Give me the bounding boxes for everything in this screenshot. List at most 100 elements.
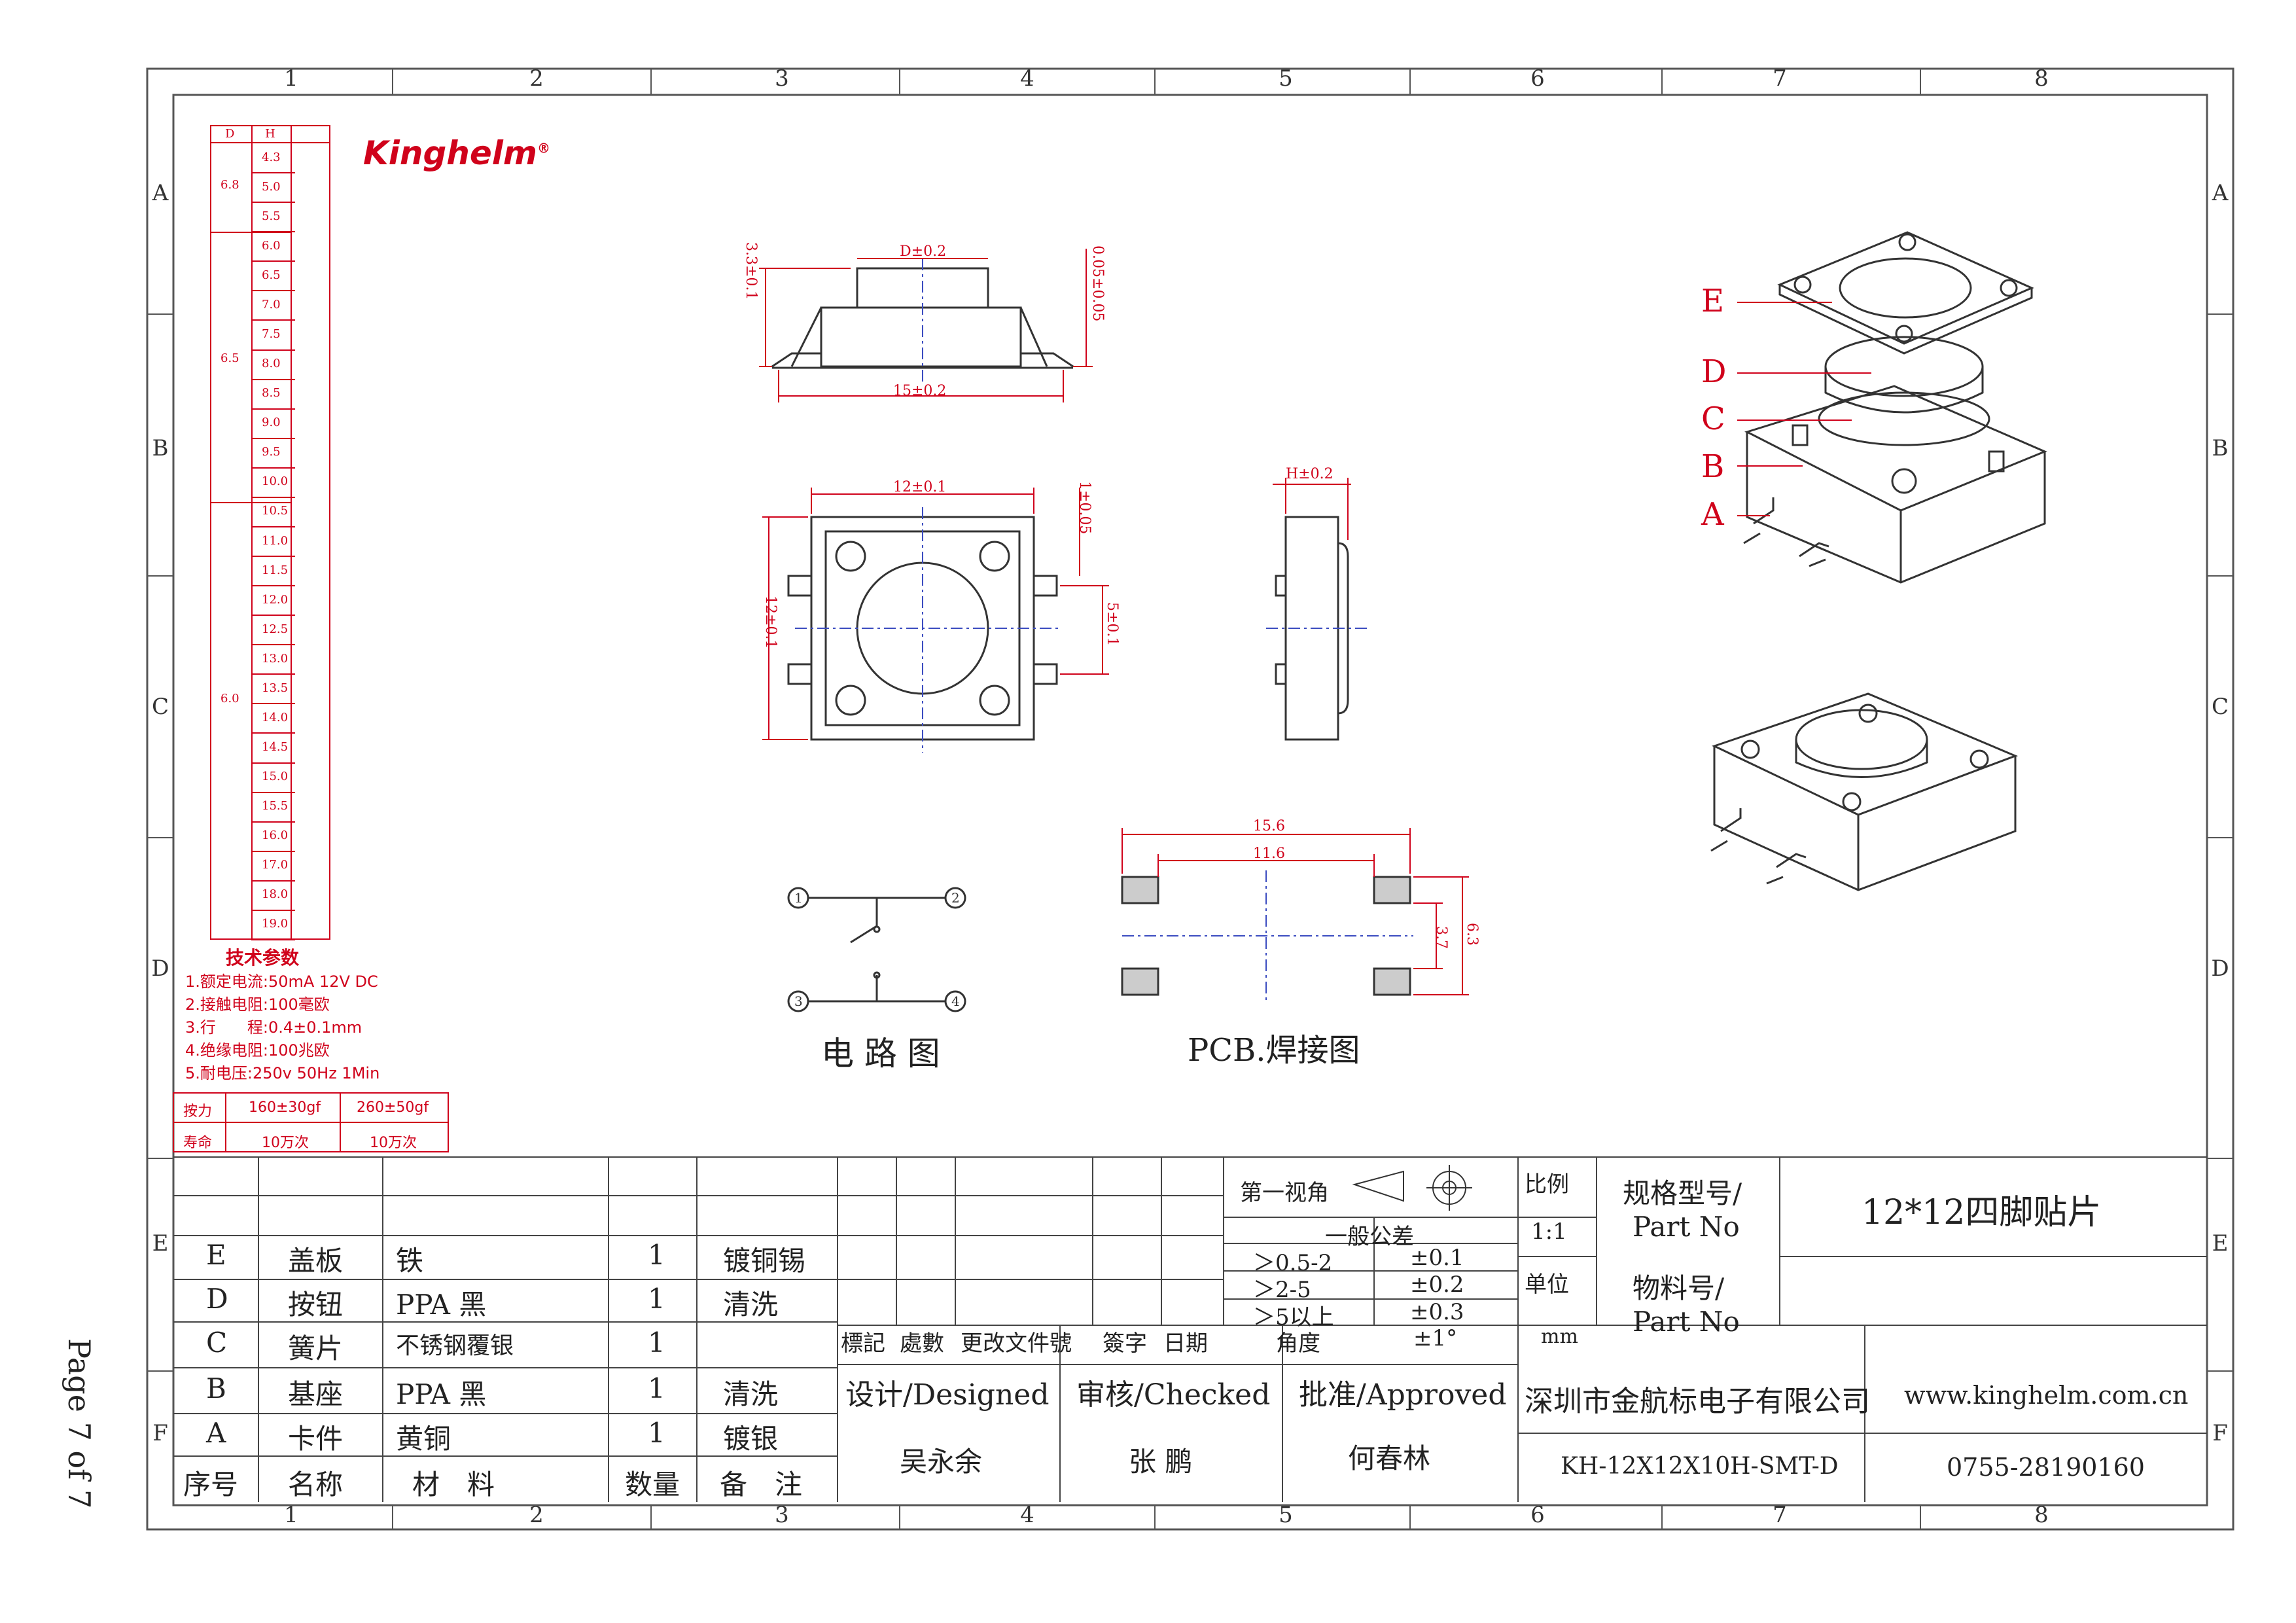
dim-pcb-inner: 11.6 — [1253, 846, 1285, 862]
dim-left-h: 3.3±0.1 — [743, 242, 759, 300]
zone-row-e-right: E — [2212, 1230, 2229, 1257]
dh-h-value: 10.5 — [262, 504, 289, 518]
dim-plan-t: 1±0.05 — [1076, 481, 1093, 535]
dim-plan-pitch: 5±0.1 — [1104, 602, 1120, 647]
dh-row-line — [251, 319, 295, 321]
brand-logo: Kinghelm® — [363, 134, 550, 172]
dh-row-line — [251, 880, 295, 882]
dim-bottom-w: 15±0.2 — [893, 383, 947, 399]
bom-cell: PPA 黑 — [396, 1289, 487, 1321]
zone-col-7: 7 — [1773, 65, 1787, 92]
dh-row-line — [251, 909, 295, 911]
bom-cell: 镀铜锡 — [723, 1245, 806, 1277]
pcb-pads — [1121, 876, 1411, 996]
dh-header-d: D — [225, 127, 235, 141]
projection-symbol — [1352, 1165, 1472, 1211]
part-label-d: D — [1701, 353, 1727, 390]
dh-row-line — [251, 260, 295, 262]
zone-col-4-bottom: 4 — [1020, 1502, 1034, 1528]
bom-cell: 黄铜 — [396, 1423, 451, 1455]
bom-cell: 按钮 — [288, 1289, 344, 1321]
zone-row-b-right: B — [2212, 435, 2229, 461]
dh-h-value: 6.0 — [262, 238, 281, 253]
circuit-caption: 电 路 图 — [821, 1035, 940, 1073]
scale-label: 比例 — [1525, 1171, 1569, 1198]
spec-label-en: Part No — [1633, 1211, 1740, 1243]
zone-col-4: 4 — [1020, 65, 1034, 92]
side-dim-lines — [1273, 478, 1351, 540]
dh-row-line — [251, 644, 295, 646]
dh-row-line — [251, 821, 295, 823]
bom-cell: 不锈钢覆银 — [396, 1332, 514, 1359]
bom-cell: 镀银 — [723, 1423, 779, 1455]
bom-cell: B — [206, 1372, 226, 1404]
dh-h-value: 8.0 — [262, 357, 281, 371]
dim-top-d: D±0.2 — [900, 243, 947, 260]
bom-cell: 1 — [648, 1239, 665, 1271]
tolerance-title: 一般公差 — [1325, 1224, 1414, 1250]
design-label: 设计/Designed — [845, 1378, 1050, 1412]
dh-h-value: 15.0 — [262, 770, 289, 784]
company-website: www.kinghelm.com.cn — [1904, 1381, 2189, 1410]
bom-cell: 卡件 — [288, 1423, 344, 1455]
dh-h-value: 7.5 — [262, 327, 281, 341]
dim-plan-w: 12±0.1 — [893, 479, 947, 495]
dh-group-d-2: 6.5 — [221, 351, 239, 365]
zone-col-2-bottom: 2 — [529, 1502, 544, 1528]
force-value-1: 160±30gf — [249, 1099, 321, 1116]
zone-col-8: 8 — [2034, 65, 2049, 92]
dh-h-value: 6.5 — [262, 268, 281, 282]
front-view — [771, 267, 1074, 369]
dh-row-line — [251, 202, 295, 204]
inner-frame — [172, 94, 2208, 1507]
tech-param-3: 3.行 程:0.4±0.1mm — [185, 1018, 362, 1037]
dh-h-value: 16.0 — [262, 829, 289, 843]
part-label-b: B — [1701, 448, 1725, 485]
dh-h-value: 11.0 — [262, 533, 289, 548]
dh-h-value: 15.5 — [262, 799, 289, 813]
zone-col-8-bottom: 8 — [2034, 1502, 2049, 1528]
dh-row-line — [251, 172, 295, 174]
dh-h-value: 19.0 — [262, 917, 289, 931]
dh-row-line — [251, 378, 295, 380]
exploded-view — [1743, 231, 2047, 584]
part-label-c: C — [1701, 401, 1725, 437]
force-table-lines — [173, 1092, 449, 1152]
pcb-centerlines — [1122, 870, 1413, 1001]
tol-value-3: ±0.3 — [1410, 1299, 1464, 1325]
dh-row-line — [251, 791, 295, 793]
bom-cell: A — [206, 1417, 226, 1449]
dh-row-line — [251, 231, 295, 233]
unit-label: 单位 — [1525, 1272, 1569, 1298]
zone-col-2: 2 — [529, 65, 544, 92]
dh-h-value: 11.5 — [262, 563, 289, 577]
plan-dim-lines — [762, 488, 1109, 740]
zone-row-b: B — [152, 435, 169, 461]
dh-h-value: 14.0 — [262, 710, 289, 724]
zone-col-7-bottom: 7 — [1773, 1502, 1787, 1528]
life-label: 寿命 — [183, 1135, 213, 1151]
bom-cell: 铁 — [396, 1245, 424, 1277]
bom-cell: 清洗 — [723, 1289, 779, 1321]
dim-pcb-v1: 3.7 — [1433, 926, 1449, 949]
tech-param-2: 2.接触电阻:100毫欧 — [185, 995, 330, 1014]
dh-h-value: 12.5 — [262, 622, 289, 636]
dh-row-line — [251, 437, 295, 439]
zone-row-f-right: F — [2212, 1420, 2228, 1446]
front-dim-lines — [759, 249, 1093, 402]
dh-h-value: 5.5 — [262, 209, 281, 223]
pin-2: 2 — [951, 890, 960, 906]
bom-cell: 盖板 — [288, 1245, 344, 1277]
dh-row-line — [251, 408, 295, 410]
dh-h-value: 10.0 — [262, 474, 289, 489]
zone-col-5-bottom: 5 — [1279, 1502, 1293, 1528]
bom-cell: D — [206, 1283, 228, 1315]
part-number: KH-12X12X10H-SMT-D — [1561, 1453, 1839, 1480]
dh-row-line — [251, 526, 295, 527]
exploded-leaders — [1737, 302, 1871, 516]
rev-mark: 標記 — [841, 1330, 885, 1357]
tech-param-4: 4.绝缘电阻:100兆欧 — [185, 1041, 330, 1060]
life-value-1: 10万次 — [262, 1135, 309, 1151]
zone-col-1: 1 — [284, 65, 298, 92]
